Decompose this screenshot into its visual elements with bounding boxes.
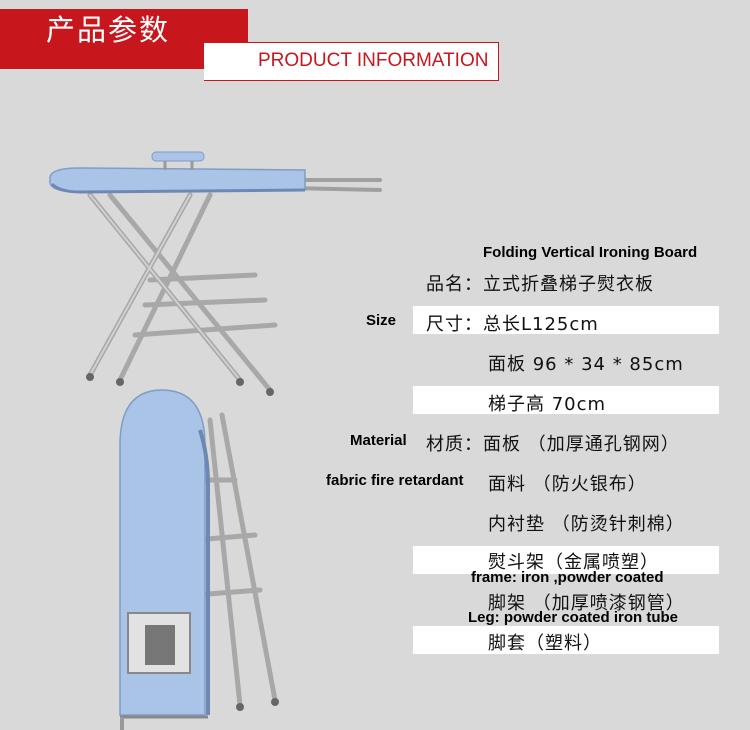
material-panel: 材质：面板 （加厚通孔钢网） bbox=[426, 434, 680, 455]
leg-label: Leg: powder coated iron tube bbox=[468, 609, 679, 626]
material-pad: 内衬垫 （防烫针刺棉） bbox=[488, 514, 685, 535]
product-name-en: Folding Vertical Ironing Board bbox=[483, 244, 698, 261]
spec-row-bg bbox=[413, 306, 719, 334]
product-name: 品名：立式折叠梯子熨衣板 bbox=[426, 274, 654, 295]
ironing-board-folded-image bbox=[119, 389, 279, 730]
frame-label: frame: iron ,powder coated bbox=[471, 569, 664, 586]
material-feet: 脚套（塑料） bbox=[488, 633, 602, 654]
size-panel: 面板 96 * 34 * 85cm bbox=[488, 354, 684, 375]
size-total-length: 尺寸：总长L125cm bbox=[426, 314, 599, 335]
size-label: Size bbox=[366, 312, 397, 329]
header-subtitle-box bbox=[204, 42, 499, 81]
material-iron-rest: 熨斗架（金属喷塑） bbox=[488, 552, 659, 573]
material-label: Material bbox=[350, 432, 407, 449]
spec-row-bg bbox=[413, 546, 719, 574]
fabric-label: fabric fire retardant bbox=[326, 472, 464, 489]
material-legs: 脚架 （加厚喷漆钢管） bbox=[488, 593, 685, 614]
spec-row-bg bbox=[413, 626, 719, 654]
spec-row-bg bbox=[413, 386, 719, 414]
material-fabric: 面料 （防火银布） bbox=[488, 474, 647, 495]
page-title: 产品参数 bbox=[46, 13, 171, 47]
size-ladder-height: 梯子高 70cm bbox=[488, 394, 607, 415]
ironing-board-open-image bbox=[49, 151, 382, 396]
page-subtitle: PRODUCT INFORMATION bbox=[258, 50, 489, 71]
